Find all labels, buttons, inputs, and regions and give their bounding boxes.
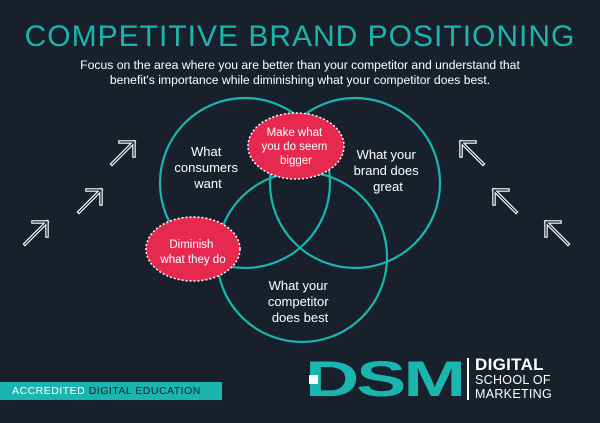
arrow-up-left-icon xyxy=(491,187,519,215)
dsm-logo: DSM xyxy=(305,358,465,398)
subtitle: Focus on the area where you are better t… xyxy=(20,58,580,88)
competitor-label: What your competitor does best xyxy=(268,278,332,325)
consumers-label-line-2: consumers xyxy=(174,160,238,175)
logo-divider xyxy=(467,358,469,400)
brand-label: What your brand does great xyxy=(354,147,423,194)
arrow-up-left-icon xyxy=(543,219,571,247)
competitor-label-line-3: does best xyxy=(272,310,329,325)
brand-label-line-2: brand does xyxy=(354,163,420,178)
arrow-up-right-icon xyxy=(22,219,50,247)
consumers-label-line-1: What xyxy=(191,144,222,159)
arrow-up-left-icon xyxy=(458,139,486,167)
page-title: COMPETITIVE BRAND POSITIONING xyxy=(24,20,576,53)
bigger-label: Make what you do seem bigger xyxy=(261,127,330,167)
brand-label-line-1: What your xyxy=(357,147,417,162)
bigger-label-line-1: Make what xyxy=(267,127,323,139)
brand-circle xyxy=(268,96,442,270)
arrow-up-right-icon xyxy=(109,139,137,167)
consumers-label-line-3: want xyxy=(193,176,222,191)
digital-education-text: DIGITAL EDUCATION xyxy=(88,385,201,397)
diminish-bubble xyxy=(145,216,241,282)
accredited-text: ACCREDITED xyxy=(12,385,86,397)
arrow-up-right-icon xyxy=(76,187,104,215)
diminish-label-line-1: Diminish xyxy=(169,239,213,251)
subtitle-line-2: benefit's importance while diminishing w… xyxy=(109,73,491,87)
consumers-label: What consumers want xyxy=(174,144,241,191)
competitor-label-line-1: What your xyxy=(269,278,329,293)
logo-line-digital: DIGITAL xyxy=(475,355,544,374)
diminish-label-line-2: what they do xyxy=(159,254,225,266)
logo-square xyxy=(309,375,318,384)
logo-wordmark: DIGITAL SCHOOL OF MARKETING xyxy=(475,356,595,401)
competitor-label-line-2: competitor xyxy=(268,294,329,309)
consumers-circle xyxy=(158,96,332,270)
diminish-label: Diminish what they do xyxy=(159,239,225,266)
bigger-label-line-2: you do seem xyxy=(261,141,327,153)
logo-line-school: SCHOOL OF xyxy=(475,373,551,387)
brand-label-line-3: great xyxy=(373,179,403,194)
logo-line-marketing: MARKETING xyxy=(475,387,553,401)
dsm-logo-mark: DSM xyxy=(305,358,463,398)
bigger-label-line-3: bigger xyxy=(280,155,312,167)
bigger-bubble xyxy=(247,112,345,180)
accredited-banner: ACCREDITED DIGITAL EDUCATION xyxy=(0,382,222,400)
subtitle-line-1: Focus on the area where you are better t… xyxy=(80,58,520,72)
